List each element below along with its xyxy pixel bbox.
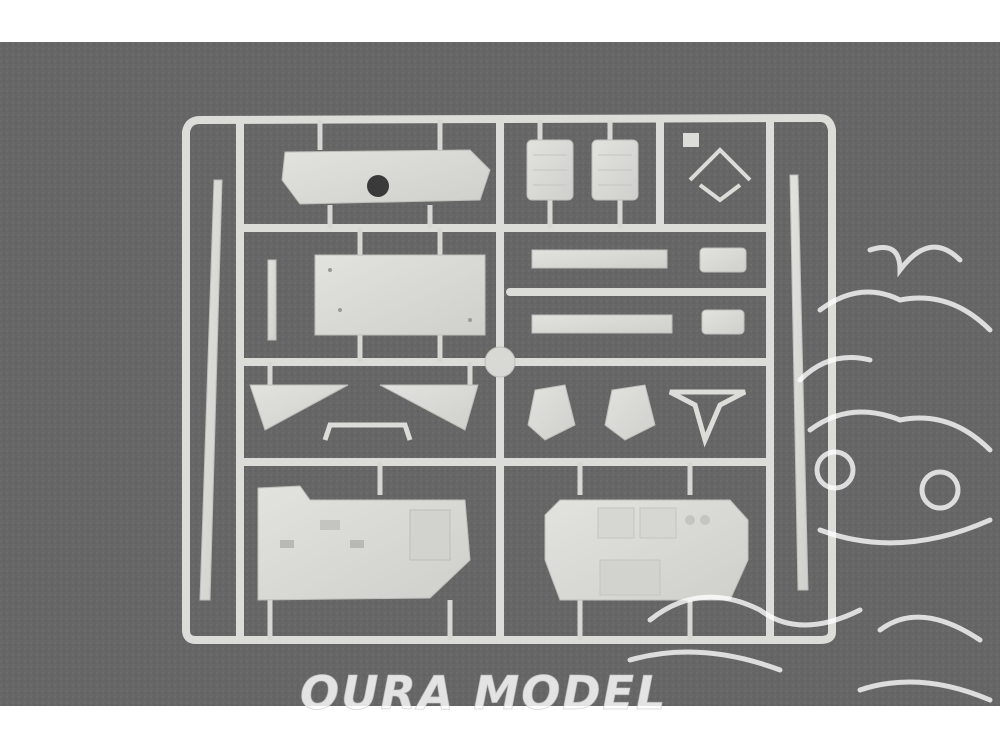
hatch-part-left bbox=[526, 139, 574, 201]
floor-plate-part bbox=[314, 254, 486, 336]
hull-front-part bbox=[544, 499, 749, 601]
triangle-panel-parts bbox=[249, 384, 479, 431]
hull-plate-part bbox=[281, 149, 491, 205]
interior-part-left bbox=[257, 485, 471, 601]
right-long-rod-part bbox=[789, 174, 809, 591]
bracket-parts bbox=[683, 133, 752, 203]
hatch-part-right bbox=[591, 139, 639, 201]
shield-parts bbox=[527, 384, 656, 441]
sprue-gates bbox=[267, 120, 693, 640]
watermark-text: OURA MODEL bbox=[299, 666, 668, 720]
mascot-face-watermark bbox=[627, 244, 993, 703]
bar-parts bbox=[531, 247, 747, 335]
sprue-tag-disk bbox=[484, 346, 516, 378]
handle-part bbox=[322, 422, 413, 441]
rail-part bbox=[267, 259, 277, 341]
sprue-frame bbox=[182, 113, 836, 644]
frame-part bbox=[668, 389, 747, 448]
left-long-rod-part bbox=[199, 179, 223, 601]
